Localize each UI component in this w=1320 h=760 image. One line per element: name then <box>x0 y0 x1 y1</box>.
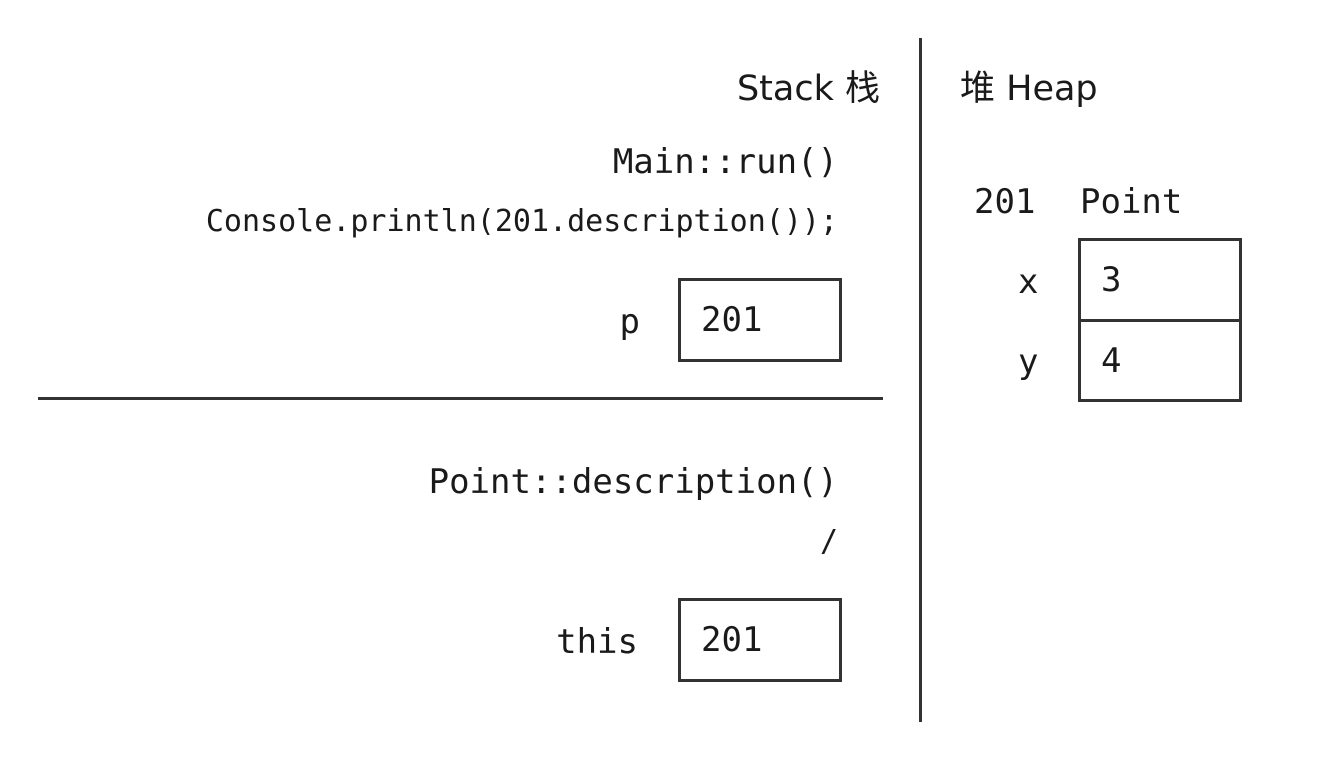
frame-method-name: Main::run() <box>612 142 838 182</box>
field-value: 4 <box>1101 340 1122 381</box>
heap-header: 堆 Heap <box>960 69 1098 109</box>
variable-value: 201 <box>701 620 763 660</box>
stack-frame-divider <box>38 397 883 400</box>
frame-statement: / <box>819 524 838 559</box>
stack-header: Stack 栈 <box>736 69 880 109</box>
field-value-box-x: 3 <box>1078 238 1242 322</box>
stack-heap-divider <box>919 38 922 722</box>
object-type: Point <box>1080 182 1183 222</box>
object-address: 201 <box>974 182 1036 222</box>
field-value: 3 <box>1101 260 1122 300</box>
field-name-y: y <box>1018 342 1039 382</box>
variable-name-p: p <box>619 302 640 342</box>
frame-statement: Console.println(201.description()); <box>205 204 838 239</box>
field-value-box-y: 4 <box>1078 319 1242 402</box>
frame-method-name: Point::description() <box>428 462 838 502</box>
variable-value-box-p: 201 <box>678 278 842 362</box>
variable-name-this: this <box>556 622 638 662</box>
variable-value: 201 <box>701 300 763 340</box>
variable-value-box-this: 201 <box>678 598 842 682</box>
field-name-x: x <box>1018 262 1039 302</box>
